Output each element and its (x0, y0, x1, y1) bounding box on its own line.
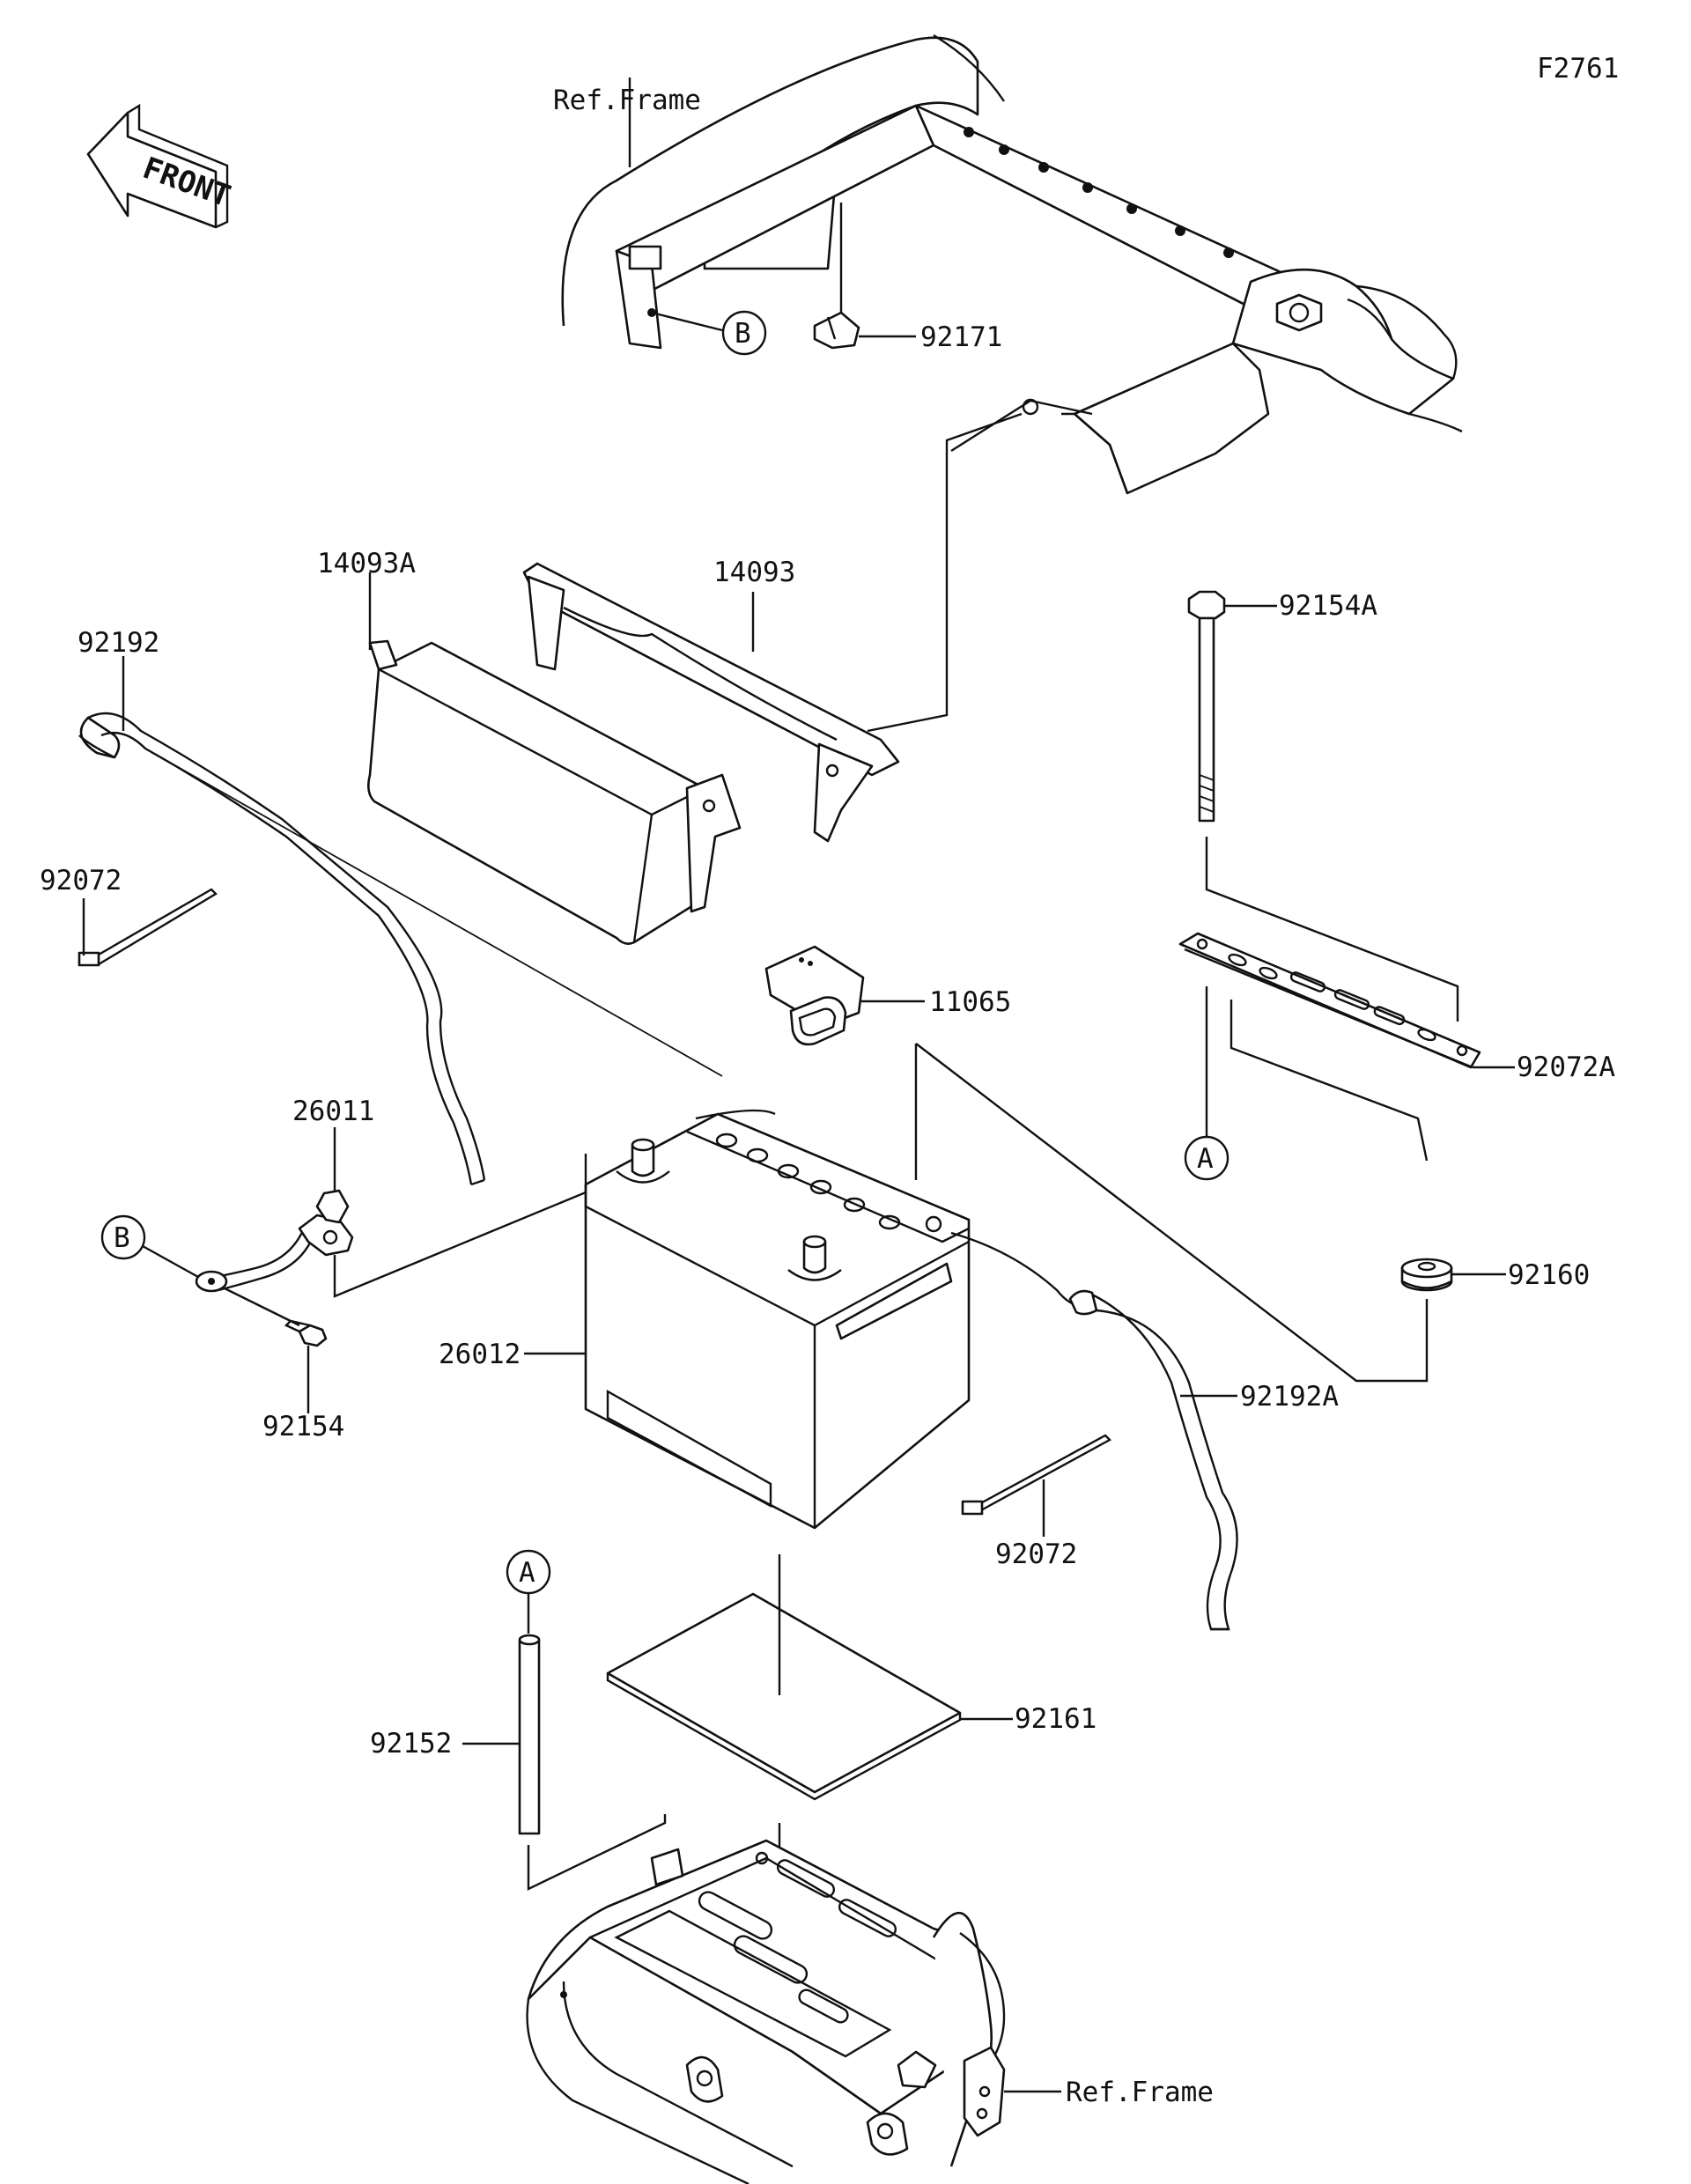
connector-b-left: B (114, 1222, 130, 1254)
connector-a-right: A (1197, 1143, 1214, 1175)
part-14093: 14093 (713, 557, 795, 588)
battery-tray-frame-bottom (526, 1839, 1006, 2184)
rod-92152 (518, 1634, 541, 1835)
cable-92192 (78, 712, 486, 1186)
part-92192a: 92192A (1240, 1381, 1339, 1413)
bolt-92154a (1187, 590, 1226, 823)
connector-b-top: B (735, 318, 751, 350)
cap-11065 (764, 945, 865, 1046)
figure-id: F2761 (1537, 53, 1619, 85)
frame-top-assembly (561, 33, 1463, 495)
part-92072a: 92072A (1517, 1051, 1615, 1083)
battery-26012 (584, 1109, 971, 1530)
part-92154: 92154 (262, 1411, 344, 1442)
part-92161: 92161 (1015, 1703, 1097, 1735)
hold-plate-92072a (1178, 932, 1481, 1069)
part-92152: 92152 (370, 1728, 452, 1760)
part-11065: 11065 (929, 986, 1011, 1018)
part-14093a: 14093A (317, 548, 416, 579)
part-92192: 92192 (78, 627, 159, 659)
part-92160: 92160 (1508, 1259, 1590, 1291)
front-arrow-icon: FRONT (86, 103, 235, 229)
connector-a-left: A (519, 1557, 535, 1589)
clip-92171 (813, 311, 860, 350)
part-26012: 26012 (439, 1339, 521, 1370)
screw-92154 (284, 1319, 328, 1347)
part-92072-right: 92072 (995, 1538, 1077, 1570)
damper-92160 (1400, 1258, 1453, 1292)
cable-tie-92072-left (78, 888, 218, 967)
pad-92161 (606, 1592, 962, 1801)
battery-box-front-14093 (522, 562, 900, 843)
part-92072-left: 92072 (40, 865, 122, 896)
battery-cover-14093a (367, 639, 742, 945)
cable-26011 (195, 1189, 354, 1293)
ref-frame-label-bottom: Ref.Frame (1066, 2077, 1214, 2108)
part-92154a: 92154A (1279, 590, 1377, 622)
part-92171: 92171 (920, 321, 1002, 353)
cable-tie-92072-right (961, 1434, 1111, 1516)
cable-92192a (950, 1231, 1238, 1631)
part-26011: 26011 (292, 1096, 374, 1127)
ref-frame-label-top: Ref.Frame (553, 85, 701, 116)
